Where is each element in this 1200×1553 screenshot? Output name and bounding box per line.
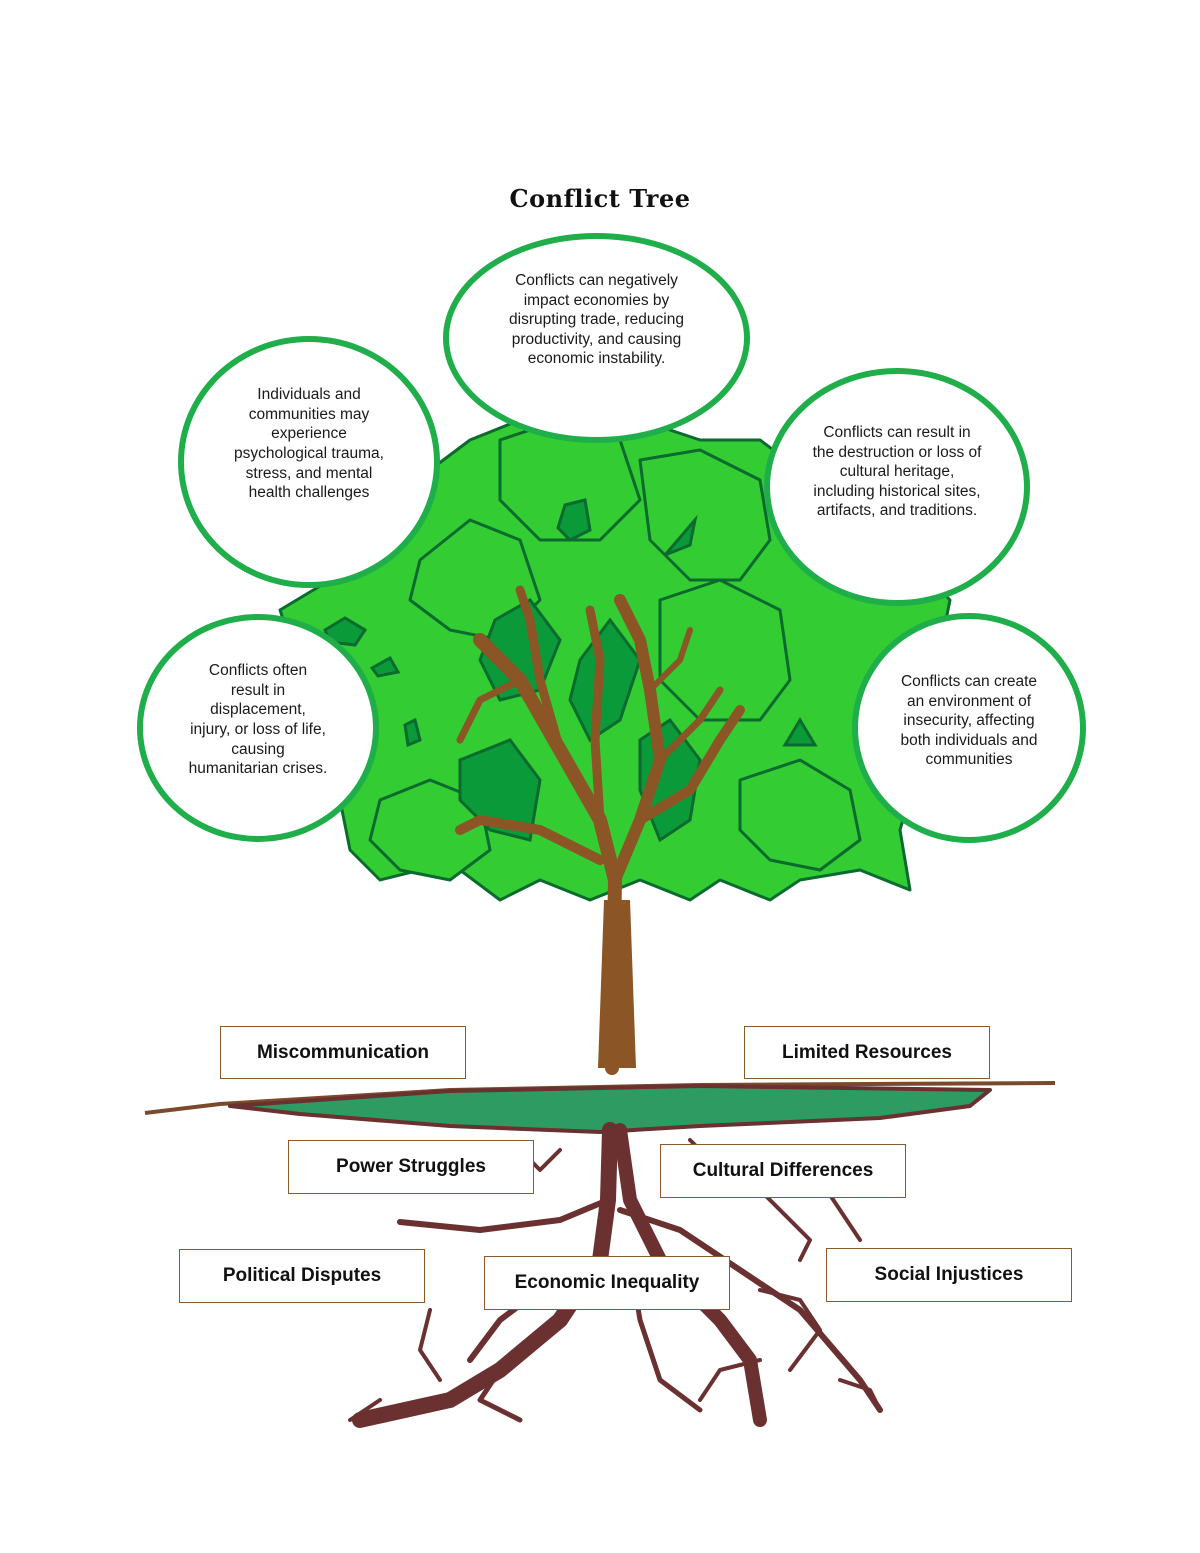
effect-bubble-psychological: Individuals and communities may experien… bbox=[178, 336, 440, 588]
cause-miscommunication: Miscommunication bbox=[220, 1026, 466, 1079]
cause-social-injustices: Social Injustices bbox=[826, 1248, 1072, 1302]
effect-bubble-insecurity: Conflicts can create an environment of i… bbox=[852, 613, 1086, 843]
effect-bubble-economic: Conflicts can negatively impact economie… bbox=[443, 233, 750, 443]
effect-bubble-cultural: Conflicts can result in the destruction … bbox=[764, 368, 1030, 606]
effect-text: Individuals and communities may experien… bbox=[234, 386, 384, 502]
effect-text: Conflicts can create an environment of i… bbox=[900, 673, 1038, 769]
cause-power-struggles: Power Struggles bbox=[288, 1140, 534, 1194]
cause-political-disputes: Political Disputes bbox=[179, 1249, 425, 1303]
cause-economic-inequality: Economic Inequality bbox=[484, 1256, 730, 1310]
trunk-base bbox=[598, 900, 636, 1068]
effect-text: Conflicts can result in the destruction … bbox=[812, 424, 982, 520]
cause-cultural-differences: Cultural Differences bbox=[660, 1144, 906, 1198]
ground-patch bbox=[228, 1084, 992, 1134]
effect-bubble-humanitarian: Conflicts often result in displacement, … bbox=[137, 614, 379, 842]
effect-text: Conflicts can negatively impact economie… bbox=[509, 272, 684, 368]
effect-text: Conflicts often result in displacement, … bbox=[188, 662, 328, 778]
page-title: Conflict Tree bbox=[509, 184, 691, 213]
cause-limited-resources: Limited Resources bbox=[744, 1026, 990, 1079]
